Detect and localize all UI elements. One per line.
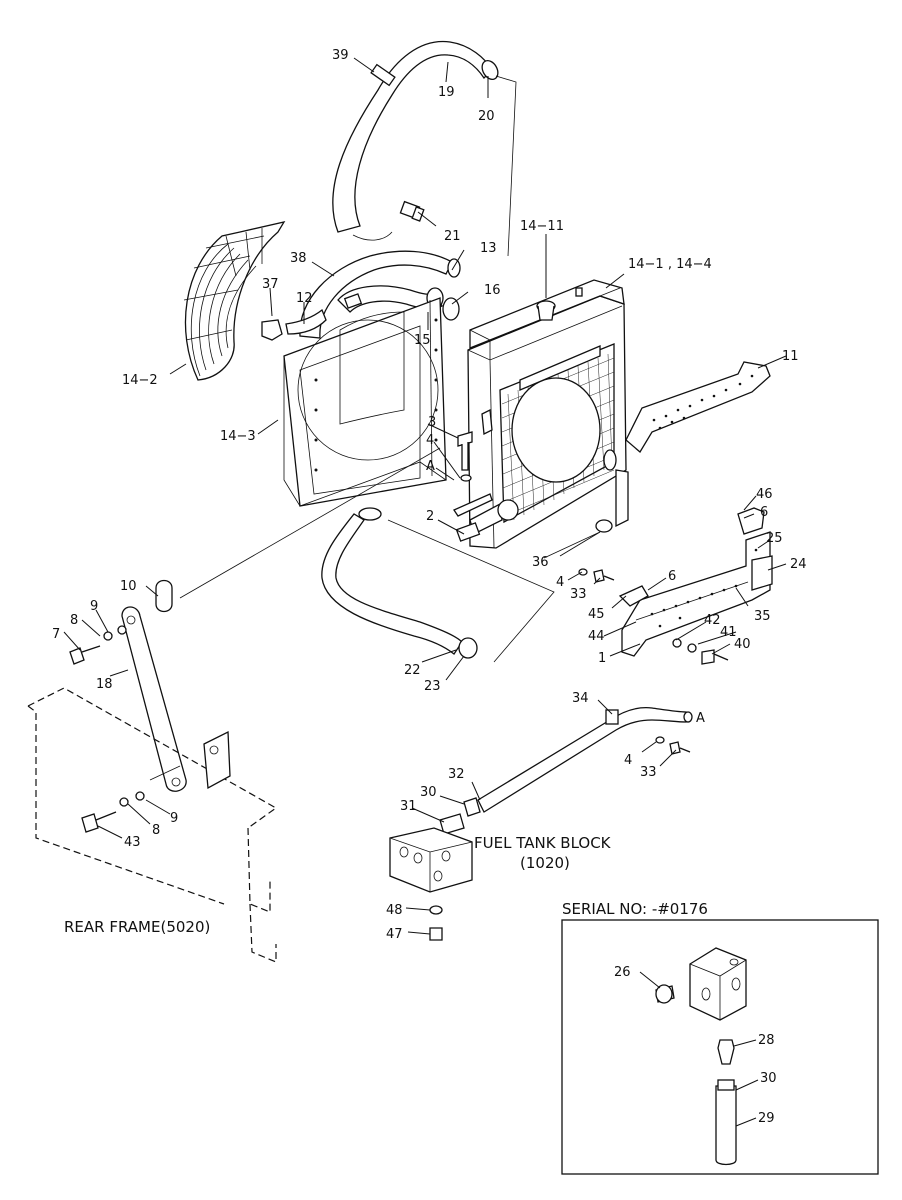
callout-leaders (63, 57, 787, 1127)
callout-30-inset: 30 (760, 1071, 777, 1086)
hose-elbow-37 (261, 308, 327, 341)
fan-shroud-14-3 (283, 297, 447, 507)
hose-fitting-21 (399, 200, 425, 222)
callout-33-lower: 33 (640, 765, 657, 780)
callout-A-upper: A (426, 459, 435, 474)
bracket-35 (578, 507, 773, 665)
callout-30: 30 (420, 785, 437, 800)
shroud-bolts (314, 318, 438, 472)
callout-13: 13 (480, 241, 497, 256)
inset-fuel-block (655, 947, 747, 1166)
bolt-3 (457, 431, 473, 482)
callout-41: 41 (720, 625, 737, 640)
callout-12: 12 (296, 291, 313, 306)
rear-frame-label: REAR FRAME(5020) (64, 918, 210, 936)
callout-38: 38 (290, 251, 307, 266)
leader-line-36 (543, 531, 601, 559)
hose-clamp-16 (442, 297, 460, 321)
callout-43: 43 (124, 835, 141, 850)
callout-44: 44 (588, 629, 605, 644)
callout-22: 22 (404, 663, 421, 678)
callout-35: 35 (754, 609, 771, 624)
fan-guard-14-2 (183, 221, 286, 381)
callout-14-3: 14−3 (220, 429, 256, 444)
callout-4-upper: 4 (426, 433, 434, 448)
callout-21: 21 (444, 229, 461, 244)
stay-18 (69, 579, 187, 833)
callout-15: 15 (414, 333, 431, 348)
callout-34: 34 (572, 691, 589, 706)
callout-6-upper: 6 (760, 505, 768, 520)
callout-32: 32 (448, 767, 465, 782)
callout-2: 2 (426, 509, 434, 524)
callout-A-lower: A (696, 711, 705, 726)
callout-24: 24 (790, 557, 807, 572)
callout-45: 45 (588, 607, 605, 622)
callout-14-1-14-4: 14−1 , 14−4 (628, 257, 712, 272)
callout-40: 40 (734, 637, 751, 652)
callout-46: 46 (756, 487, 773, 502)
callout-6-middle: 6 (668, 569, 676, 584)
callout-9-upper: 9 (90, 599, 98, 614)
fuel-tank-block-ref: (1020) (520, 854, 570, 872)
callout-14-2: 14−2 (122, 373, 158, 388)
callout-18: 18 (96, 677, 113, 692)
callout-14-11: 14−11 (520, 219, 564, 234)
serial-inset-box (561, 919, 879, 1175)
callout-23: 23 (424, 679, 441, 694)
lower-hose-22 (321, 507, 555, 663)
radiator-stay-11 (625, 361, 771, 453)
callout-31: 31 (400, 799, 417, 814)
fuel-tank-block (389, 827, 473, 941)
serial-no-label: SERIAL NO: -#0176 (562, 900, 708, 918)
callout-10: 10 (120, 579, 137, 594)
callout-4-lower: 4 (624, 753, 632, 768)
callout-20: 20 (478, 109, 495, 124)
callout-33-upper: 33 (570, 587, 587, 602)
callout-26: 26 (614, 965, 631, 980)
callout-labels: 39 19 20 21 13 38 14−11 14−1 , 14−4 37 1… (52, 48, 807, 1126)
callout-11: 11 (782, 349, 799, 364)
callout-7: 7 (52, 627, 60, 642)
callout-39: 39 (332, 48, 349, 63)
callout-1: 1 (598, 651, 606, 666)
callout-9-lower: 9 (170, 811, 178, 826)
radiator-core-14-1 (453, 279, 629, 549)
rear-frame (27, 687, 278, 963)
callout-28: 28 (758, 1033, 775, 1048)
callout-29: 29 (758, 1111, 775, 1126)
upper-hose-19 (332, 40, 517, 257)
callout-47: 47 (386, 927, 403, 942)
callout-36: 36 (532, 555, 549, 570)
callout-25: 25 (766, 531, 783, 546)
callout-3: 3 (428, 415, 436, 430)
callout-8-lower: 8 (152, 823, 160, 838)
callout-8-upper: 8 (70, 613, 78, 628)
fuel-pipe-32 (439, 706, 693, 835)
callout-19: 19 (438, 85, 455, 100)
leader-line-A (179, 447, 441, 599)
callout-16: 16 (484, 283, 501, 298)
callout-4-middle: 4 (556, 575, 564, 590)
callout-37: 37 (262, 277, 279, 292)
callout-48: 48 (386, 903, 403, 918)
callout-42: 42 (704, 613, 721, 628)
fuel-tank-block-label: FUEL TANK BLOCK (474, 834, 612, 852)
